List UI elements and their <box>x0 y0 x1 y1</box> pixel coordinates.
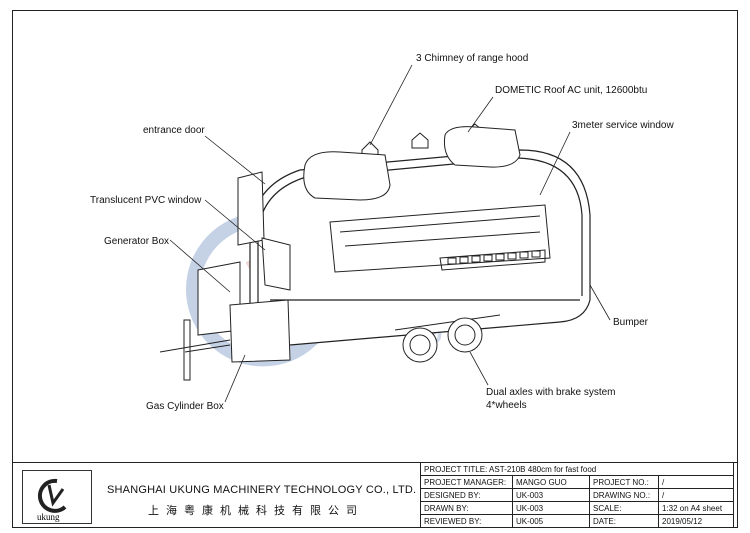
callout-lines <box>169 64 611 403</box>
project-no-value: / <box>658 475 734 489</box>
scale-label: SCALE: <box>589 501 659 515</box>
reviewed-by-value: UK-005 <box>512 514 590 528</box>
ukung-logo-icon: ukung <box>37 478 67 522</box>
designed-by-label: DESIGNED BY: <box>420 488 513 502</box>
project-manager-label: PROJECT MANAGER: <box>420 475 513 489</box>
project-no-label: PROJECT NO.: <box>589 475 659 489</box>
roof-ac-unit-front <box>303 151 391 201</box>
callout-axles-line2: 4*wheels <box>486 400 527 411</box>
service-window <box>329 204 551 273</box>
roof-ac-unit-rear <box>444 126 521 168</box>
project-title: PROJECT TITLE: AST-210B 480cm for fast f… <box>420 462 734 476</box>
callout-bumper: Bumper <box>613 317 649 328</box>
entrance-door <box>237 171 265 246</box>
drawn-by-label: DRAWN BY: <box>420 501 513 515</box>
tow-hitch <box>159 319 231 381</box>
date-value: 2019/05/12 <box>658 514 734 528</box>
callout-ac-unit: DOMETIC Roof AC unit, 12600btu <box>495 85 648 96</box>
company-name-cn: 上海粤康机械科技有限公司 <box>148 504 364 517</box>
service-window-pans <box>447 250 541 265</box>
company-name-en: SHANGHAI UKUNG MACHINERY TECHNOLOGY CO.,… <box>107 484 417 496</box>
callout-generator-box: Generator Box <box>104 236 170 247</box>
wheels <box>394 314 501 363</box>
date-label: DATE: <box>589 514 659 528</box>
callout-entrance-door: entrance door <box>143 125 205 136</box>
callout-pvc-window: Translucent PVC window <box>90 195 202 206</box>
callout-axles-line1: Dual axles with brake system <box>486 387 616 398</box>
drawing-no-value: / <box>658 488 734 502</box>
designed-by-value: UK-003 <box>512 488 590 502</box>
callout-service-window: 3meter service window <box>572 120 674 131</box>
gas-cylinder-box <box>229 299 291 363</box>
logo-text: ukung <box>37 512 60 522</box>
title-block-table: PROJECT TITLE: AST-210B 480cm for fast f… <box>420 462 734 528</box>
translucent-pvc-window <box>261 237 291 291</box>
company-logo: ukung <box>22 470 92 524</box>
drawing-no-label: DRAWING NO.: <box>589 488 659 502</box>
callout-gas-box: Gas Cylinder Box <box>146 401 224 412</box>
callout-chimney: 3 Chimney of range hood <box>416 53 529 64</box>
title-block <box>12 462 738 528</box>
reviewed-by-label: REVIEWED BY: <box>420 514 513 528</box>
drawn-by-value: UK-003 <box>512 501 590 515</box>
scale-value: 1:32 on A4 sheet <box>658 501 734 515</box>
drawing-sheet-border <box>12 10 738 528</box>
project-manager-value: MANGO GUO <box>512 475 590 489</box>
